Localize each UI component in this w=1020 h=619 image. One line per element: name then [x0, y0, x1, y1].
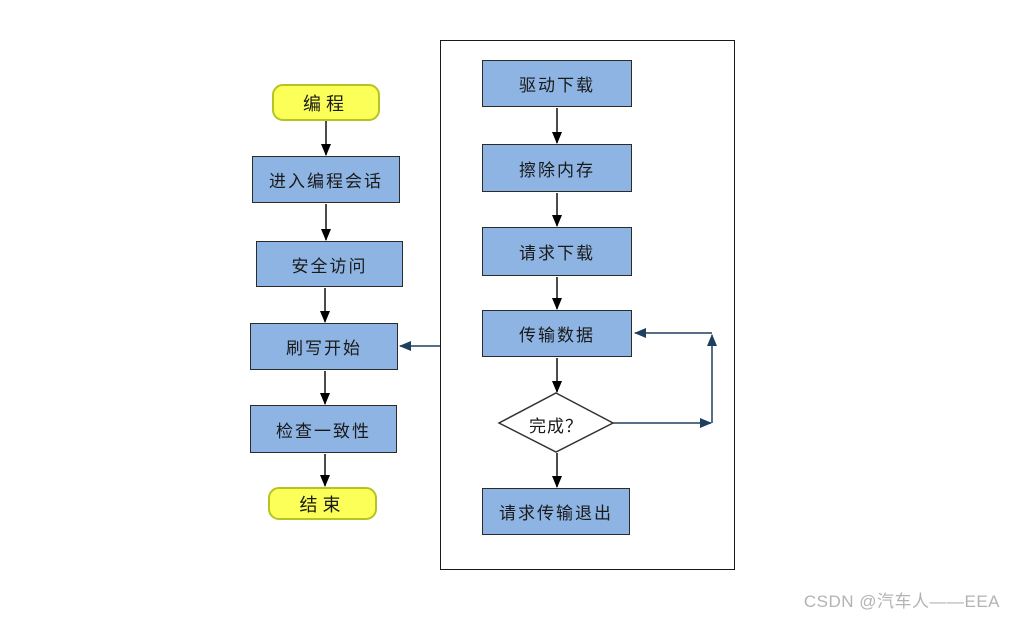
node-request-download-label: 请求下载: [519, 244, 595, 263]
node-done-decision-label: 完成？: [529, 417, 583, 436]
node-request-download: 请求下载: [482, 227, 632, 276]
node-transfer-data-label: 传输数据: [519, 326, 595, 345]
node-driver-download-label: 驱动下载: [519, 76, 595, 95]
node-check-consistency-label: 检查一致性: [276, 421, 371, 441]
node-request-transfer-exit: 请求传输退出: [482, 488, 630, 535]
node-erase-memory: 擦除内存: [482, 144, 632, 192]
node-end: 结束: [268, 487, 377, 520]
node-transfer-data: 传输数据: [482, 310, 632, 357]
node-enter-session-label: 进入编程会话: [269, 172, 383, 191]
node-enter-session: 进入编程会话: [252, 156, 400, 203]
csdn-watermark: CSDN @汽车人——EEA: [803, 592, 1000, 611]
node-security-access-label: 安全访问: [291, 256, 368, 276]
node-check-consistency: 检查一致性: [250, 405, 397, 453]
node-flash-start: 刷写开始: [250, 323, 398, 370]
node-start: 编程: [272, 84, 380, 121]
node-start-label: 编程: [303, 93, 349, 114]
transfer-group-box: [440, 40, 735, 570]
node-erase-memory-label: 擦除内存: [519, 160, 595, 180]
node-request-transfer-exit-label: 请求传输退出: [499, 504, 613, 523]
node-done-decision: 完成？: [499, 412, 613, 437]
node-end-label: 结束: [299, 494, 346, 515]
node-flash-start-label: 刷写开始: [286, 339, 362, 358]
node-driver-download: 驱动下载: [482, 60, 632, 107]
node-security-access: 安全访问: [256, 241, 403, 287]
